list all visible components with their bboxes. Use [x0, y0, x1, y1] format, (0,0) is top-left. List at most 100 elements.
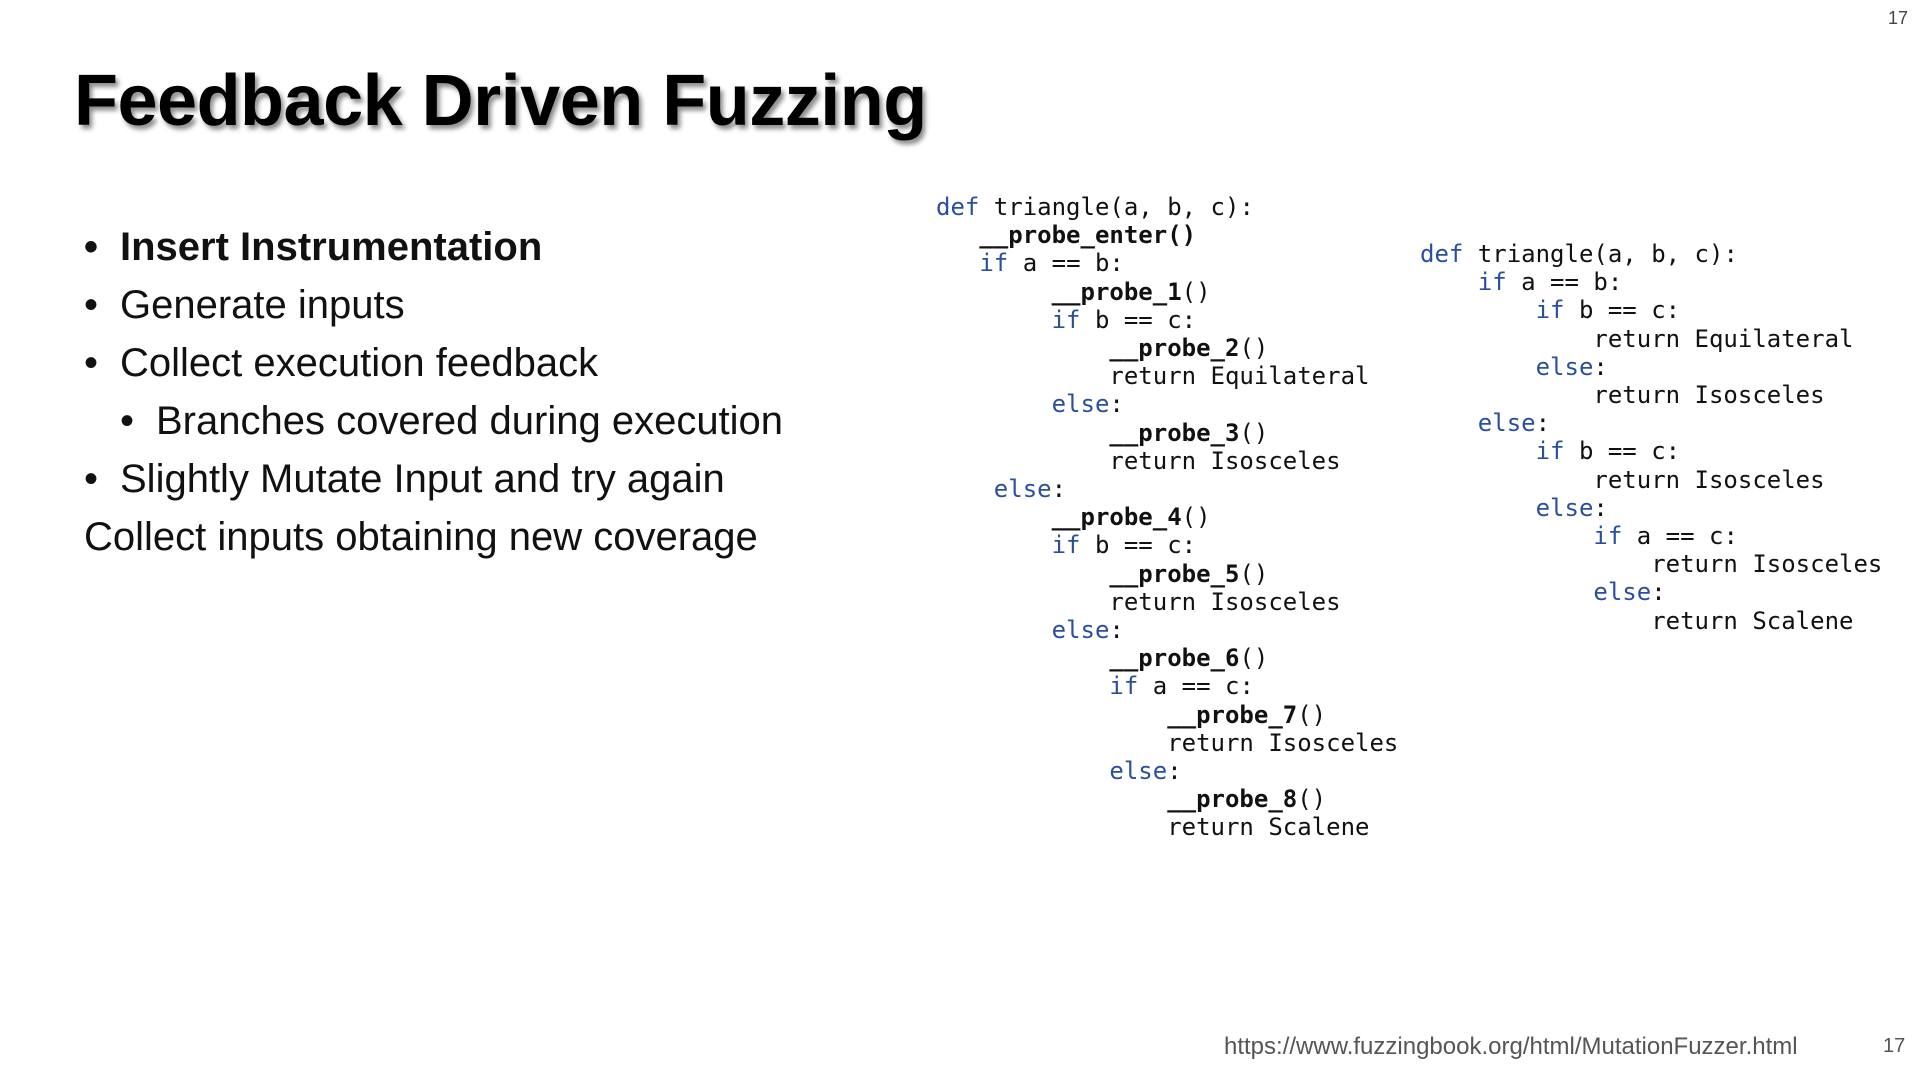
original-code-block: def triangle(a, b, c): if a == b: if b =… [1420, 240, 1882, 635]
code-text: : [1651, 578, 1666, 607]
code-keyword: def [936, 193, 980, 221]
code-line: def triangle(a, b, c): [1420, 240, 1882, 268]
code-text: return Isosceles [1109, 446, 1341, 475]
code-text: () [1239, 334, 1269, 363]
page-number-top: 17 [1887, 8, 1908, 28]
code-keyword: else [1051, 616, 1110, 645]
page-number-bottom: 17 [1883, 1035, 1906, 1057]
code-text: : [1109, 390, 1124, 419]
code-line: else: [1420, 409, 1882, 437]
code-line: else: [936, 475, 1398, 503]
code-text: return Isosceles [1593, 465, 1825, 494]
code-text: b == c: [1564, 296, 1681, 325]
bullet-item: •Collect execution feedback [84, 334, 783, 392]
code-line: return Scalene [936, 813, 1398, 841]
bullet-text: Generate inputs [120, 283, 405, 327]
code-keyword: else [993, 475, 1052, 504]
bullet-text: Insert Instrumentation [120, 225, 543, 269]
code-line: __probe_5() [936, 560, 1398, 588]
code-probe-call: __probe_2 [1109, 334, 1240, 363]
code-keyword: if [1477, 268, 1507, 297]
code-probe-call: __probe_enter() [979, 221, 1197, 250]
code-text: return Isosceles [1593, 381, 1825, 410]
code-text: triangle(a, b, c): [1463, 240, 1738, 268]
code-keyword: else [1109, 757, 1168, 786]
code-line: if b == c: [936, 531, 1398, 559]
code-line: def triangle(a, b, c): [936, 193, 1398, 221]
code-keyword: else [1477, 409, 1536, 438]
code-line: else: [936, 390, 1398, 418]
code-text: () [1239, 559, 1269, 588]
code-line: return Equilateral [936, 362, 1398, 390]
code-line: if b == c: [936, 306, 1398, 334]
code-keyword: else [1535, 352, 1594, 381]
code-line: return Isosceles [1420, 550, 1882, 578]
code-probe-call: __probe_7 [1167, 700, 1298, 729]
code-line: return Isosceles [936, 729, 1398, 757]
code-text: : [1109, 616, 1124, 645]
code-keyword: if [979, 249, 1009, 278]
code-line: else: [1420, 494, 1882, 522]
code-text: return Isosceles [1651, 550, 1883, 579]
code-line: __probe_8() [936, 785, 1398, 813]
code-text: triangle(a, b, c): [979, 193, 1254, 221]
code-text: : [1593, 352, 1608, 381]
code-text: : [1535, 409, 1551, 438]
code-text: () [1181, 277, 1211, 306]
code-keyword: if [1535, 296, 1565, 325]
code-line: else: [1420, 353, 1882, 381]
code-text: a == c: [1622, 522, 1738, 551]
code-line: if b == c: [1420, 296, 1882, 324]
code-text: () [1239, 418, 1269, 447]
bullet-item: • Insert Instrumentation [84, 218, 783, 276]
bullet-dot: • [84, 225, 99, 269]
code-probe-call: __probe_1 [1051, 277, 1182, 306]
code-line: if a == b: [1420, 268, 1882, 296]
code-line: if a == c: [1420, 522, 1882, 550]
code-keyword: if [1051, 531, 1081, 560]
code-line: return Isosceles [936, 447, 1398, 475]
code-line: if b == c: [1420, 437, 1882, 465]
code-keyword: if [1593, 522, 1623, 551]
code-text: b == c: [1564, 437, 1681, 466]
code-line: __probe_2() [936, 334, 1398, 362]
code-keyword: if [1109, 672, 1139, 701]
code-probe-call: __probe_6 [1109, 644, 1240, 673]
bullet-dot: • [84, 283, 99, 327]
code-line: __probe_enter() [936, 221, 1398, 249]
code-probe-call: __probe_3 [1109, 418, 1240, 447]
code-probe-call: __probe_8 [1167, 785, 1298, 814]
code-text: return Equilateral [1593, 324, 1854, 353]
code-line: return Equilateral [1420, 325, 1882, 353]
code-text: () [1181, 503, 1211, 532]
code-text: b == c: [1080, 531, 1197, 560]
plain-line: Collect inputs obtaining new coverage [84, 508, 783, 566]
code-keyword: if [1535, 437, 1565, 466]
code-line: return Isosceles [1420, 381, 1882, 409]
code-text: a == c: [1138, 672, 1254, 701]
code-line: if a == b: [936, 249, 1398, 277]
code-line: else: [1420, 578, 1882, 606]
code-probe-call: __probe_4 [1051, 503, 1182, 532]
code-keyword: if [1051, 305, 1081, 334]
code-text: return Equilateral [1109, 362, 1370, 391]
bullet-text: Collect execution feedback [120, 341, 599, 385]
code-line: if a == c: [936, 672, 1398, 700]
bullet-list: • Insert Instrumentation • Generate inputs… [84, 218, 783, 566]
bullet-item: •Slightly Mutate Input and try again [84, 450, 783, 508]
code-text: a == b: [1008, 249, 1124, 278]
code-text: return Scalene [1651, 606, 1854, 635]
code-text: () [1297, 700, 1327, 729]
code-text: return Isosceles [1167, 728, 1399, 757]
code-text: : [1167, 757, 1182, 786]
source-url[interactable]: https://www.fuzzingbook.org/html/Mutatio… [1224, 1033, 1798, 1060]
code-probe-call: __probe_5 [1109, 559, 1240, 588]
sub-bullet-item: •Branches covered during execution [84, 392, 783, 450]
code-keyword: else [1051, 390, 1110, 419]
code-text: a == b: [1506, 268, 1623, 297]
code-text: b == c: [1080, 305, 1197, 334]
code-text: : [1051, 475, 1067, 504]
code-line: return Scalene [1420, 607, 1882, 635]
code-line: __probe_7() [936, 701, 1398, 729]
code-line: __probe_1() [936, 278, 1398, 306]
